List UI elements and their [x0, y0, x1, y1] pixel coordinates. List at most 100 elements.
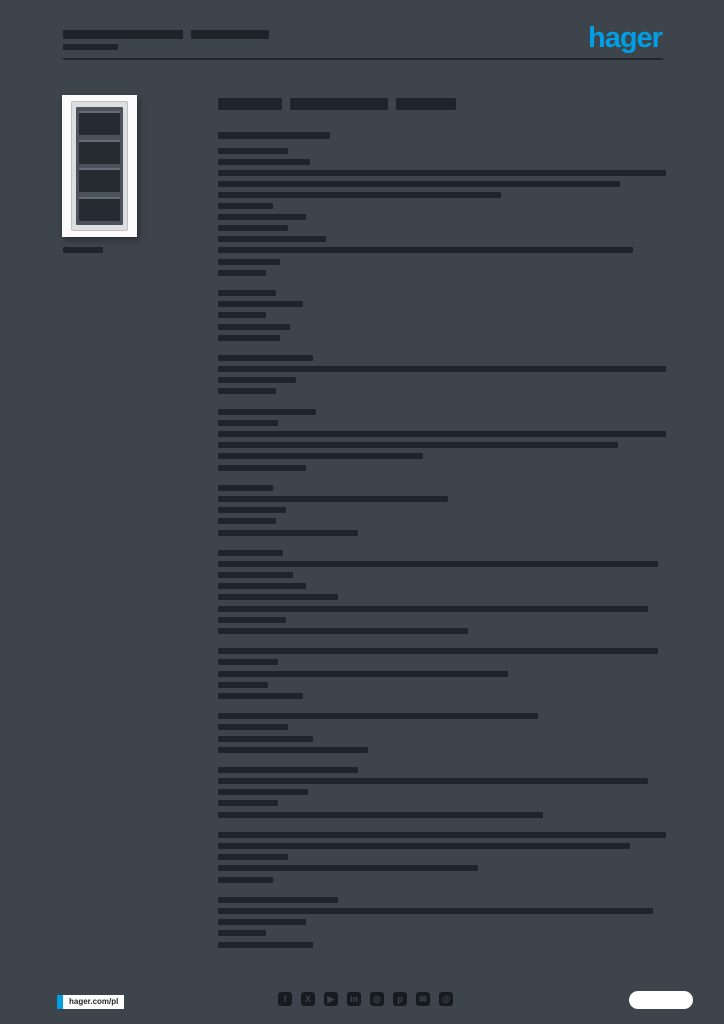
linkedin-icon[interactable]: in	[347, 992, 361, 1006]
website-icon[interactable]: @	[439, 992, 453, 1006]
spec-row	[218, 225, 666, 235]
spec-row	[218, 366, 666, 376]
spec-row	[218, 767, 666, 777]
spec-row	[218, 746, 666, 757]
spec-text-bar	[218, 147, 288, 154]
spec-row	[218, 670, 666, 681]
footer-site-box[interactable]: hager.com/pl	[57, 995, 125, 1009]
spec-row	[218, 865, 666, 875]
spec-row	[218, 692, 666, 703]
spec-text-bar	[218, 572, 293, 579]
spec-row	[218, 572, 666, 582]
spec-row	[218, 236, 666, 246]
spec-text-bar	[218, 334, 280, 341]
page-title-redacted	[218, 98, 464, 110]
spec-row	[218, 811, 666, 822]
spec-row	[218, 539, 666, 549]
spec-row	[218, 214, 666, 224]
spec-row	[218, 247, 666, 257]
spec-row	[218, 594, 666, 604]
instagram-icon[interactable]: ◎	[370, 992, 384, 1006]
spec-text-bar	[218, 180, 620, 187]
spec-row	[218, 800, 666, 810]
spec-text-bar	[218, 191, 501, 198]
site-link[interactable]: hager.com/pl	[63, 995, 125, 1009]
spec-text-bar	[218, 594, 338, 601]
spec-text-bar	[218, 290, 276, 297]
spec-row	[218, 334, 666, 345]
spec-text-bar	[218, 442, 618, 449]
spec-row	[218, 323, 666, 334]
email-icon[interactable]: ✉	[416, 992, 430, 1006]
footer-accent-tab	[57, 995, 63, 1009]
spec-text-bar	[218, 724, 288, 731]
spec-text-bar	[218, 854, 288, 861]
spec-row	[218, 377, 666, 387]
spec-text-bar	[218, 832, 666, 839]
spec-row	[218, 843, 666, 853]
spec-text-bar	[218, 692, 303, 699]
facebook-icon[interactable]: f	[278, 992, 292, 1006]
spec-row	[218, 908, 666, 918]
spec-row	[218, 832, 666, 842]
spec-text-bar	[218, 800, 278, 807]
document-title-redacted	[63, 30, 277, 39]
spec-row	[218, 561, 666, 571]
spec-text-bar	[218, 605, 648, 612]
spec-text-bar	[218, 908, 653, 915]
spec-text-bar	[218, 529, 358, 536]
pinterest-icon[interactable]: p	[393, 992, 407, 1006]
spec-rows	[218, 146, 666, 951]
spec-text-bar	[218, 865, 478, 872]
spec-text-bar	[218, 670, 508, 677]
spec-text-bar	[218, 681, 268, 688]
spec-text-bar	[218, 312, 266, 319]
module-cover-strip	[79, 111, 120, 135]
spec-row	[218, 147, 666, 158]
spec-row	[218, 258, 666, 269]
spec-row	[218, 169, 666, 180]
product-image	[62, 95, 137, 237]
spec-row	[218, 388, 666, 398]
spec-row	[218, 854, 666, 864]
spec-row	[218, 518, 666, 528]
spec-text-bar	[218, 659, 278, 666]
redacted-text-segment	[218, 98, 282, 110]
spec-row	[218, 269, 666, 280]
redacted-text-segment	[191, 30, 269, 39]
spec-row	[218, 529, 666, 540]
module-cover-strip	[79, 196, 120, 221]
youtube-icon[interactable]: ▶	[324, 992, 338, 1006]
spec-text-bar	[218, 420, 278, 427]
spec-text-bar	[218, 247, 633, 254]
spec-row	[218, 398, 666, 408]
spec-row	[218, 897, 666, 907]
spec-text-bar	[218, 811, 543, 818]
spec-text-bar	[218, 323, 290, 330]
spec-row	[218, 583, 666, 593]
spec-row	[218, 420, 666, 430]
spec-text-bar	[218, 485, 273, 492]
spec-text-bar	[218, 767, 358, 774]
hager-logo: hager	[588, 22, 663, 54]
spec-row	[218, 724, 666, 734]
spec-text-bar	[218, 431, 666, 438]
enclosure-frame	[71, 101, 128, 231]
spec-text-bar	[218, 214, 306, 221]
spec-row	[218, 681, 666, 692]
spec-row	[218, 735, 666, 746]
spec-row	[218, 191, 666, 202]
spec-text-bar	[218, 941, 313, 948]
spec-text-bar	[218, 550, 283, 557]
spec-text-bar	[218, 496, 448, 503]
spec-row	[218, 605, 666, 616]
spec-text-bar	[218, 648, 658, 655]
spec-text-bar	[218, 561, 658, 568]
product-caption-redacted	[63, 247, 103, 253]
x-icon[interactable]: X	[301, 992, 315, 1006]
spec-row	[218, 158, 666, 169]
spec-text-bar	[218, 583, 306, 590]
spec-text-bar	[218, 843, 630, 850]
